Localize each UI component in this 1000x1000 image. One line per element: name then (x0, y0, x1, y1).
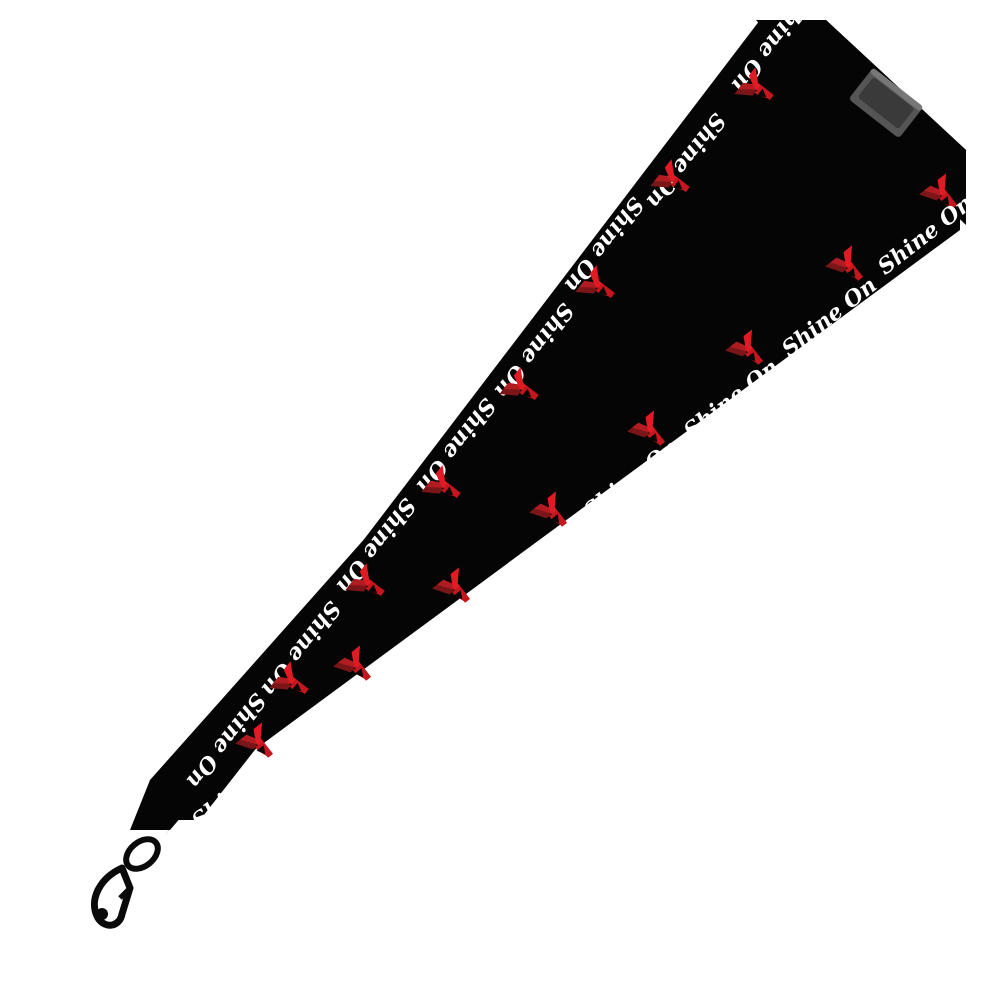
lanyard-strap-right (130, 20, 966, 835)
lobster-claw-clasp-icon[interactable] (90, 833, 163, 929)
lanyard-strap-top (756, 20, 966, 225)
metal-slide-buckle-icon[interactable] (848, 68, 923, 139)
